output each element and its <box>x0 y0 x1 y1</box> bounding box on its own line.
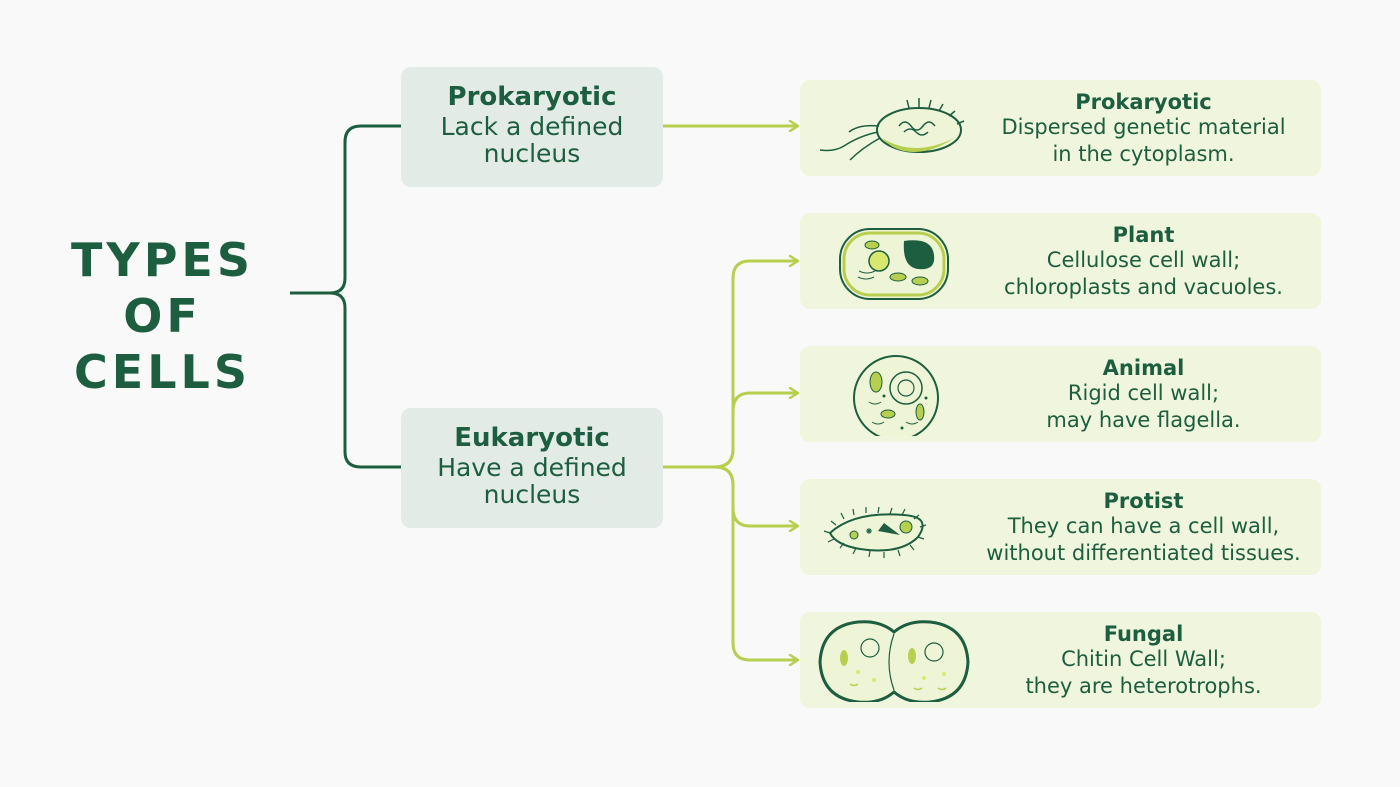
arrow-to-animal-card <box>714 393 798 469</box>
bracket-to-prokaryotic <box>290 124 401 295</box>
protist-icon <box>823 506 927 558</box>
category-desc-line-1: Lack a defined <box>440 112 624 141</box>
plant-cell-icon <box>839 228 949 300</box>
category-name: Prokaryotic <box>447 82 617 112</box>
card-name: Fungal <box>1103 622 1184 646</box>
card-name: Protist <box>1103 489 1184 513</box>
card-desc-line-2: in the cytoplasm. <box>1052 142 1235 166</box>
category-prokaryotic: Prokaryotic Lack a defined nucleus <box>401 67 663 187</box>
card-prokaryotic: Prokaryotic Dispersed genetic material i… <box>800 80 1321 176</box>
title-line-2: of cells <box>74 289 251 399</box>
category-eukaryotic: Eukaryotic Have a defined nucleus <box>401 408 663 528</box>
card-desc-line-2: they are heterotrophs. <box>1025 674 1262 698</box>
card-desc-line-1: Chitin Cell Wall; <box>1061 647 1226 671</box>
diagram-title: Types of cells <box>30 232 295 400</box>
title-line-1: Types <box>71 233 254 287</box>
category-desc-line-2: nucleus <box>483 480 581 509</box>
card-name: Prokaryotic <box>1075 90 1212 114</box>
card-desc-line-1: Rigid cell wall; <box>1067 381 1220 405</box>
card-protist: Protist They can have a cell wall, witho… <box>800 479 1321 575</box>
arrow-to-fungal-card <box>714 465 798 660</box>
bracket-to-eukaryotic <box>329 291 401 469</box>
card-name: Plant <box>1112 223 1175 247</box>
card-fungal: Fungal Chitin Cell Wall; they are hetero… <box>800 612 1321 708</box>
fungal-cell-icon <box>818 620 970 702</box>
card-animal: Animal Rigid cell wall; may have flagell… <box>800 346 1321 442</box>
card-plant: Plant Cellulose cell wall; chloroplasts … <box>800 213 1321 309</box>
card-desc-line-1: Cellulose cell wall; <box>1046 248 1241 272</box>
arrow-to-plant-card <box>714 261 798 469</box>
category-desc-line-1: Have a defined <box>437 453 627 482</box>
card-desc-line-2: may have flagella. <box>1046 408 1241 432</box>
category-name: Eukaryotic <box>454 423 610 453</box>
card-name: Animal <box>1102 356 1185 380</box>
card-desc-line-1: They can have a cell wall, <box>1007 514 1280 538</box>
arrow-to-protist-card <box>714 465 798 526</box>
card-desc-line-1: Dispersed genetic material <box>1001 115 1286 139</box>
bacterium-icon <box>819 98 965 161</box>
card-desc-line-2: chloroplasts and vacuoles. <box>1004 275 1283 299</box>
card-desc-line-2: without differentiated tissues. <box>986 541 1301 565</box>
category-desc-line-2: nucleus <box>483 139 581 168</box>
animal-cell-icon <box>853 355 939 436</box>
